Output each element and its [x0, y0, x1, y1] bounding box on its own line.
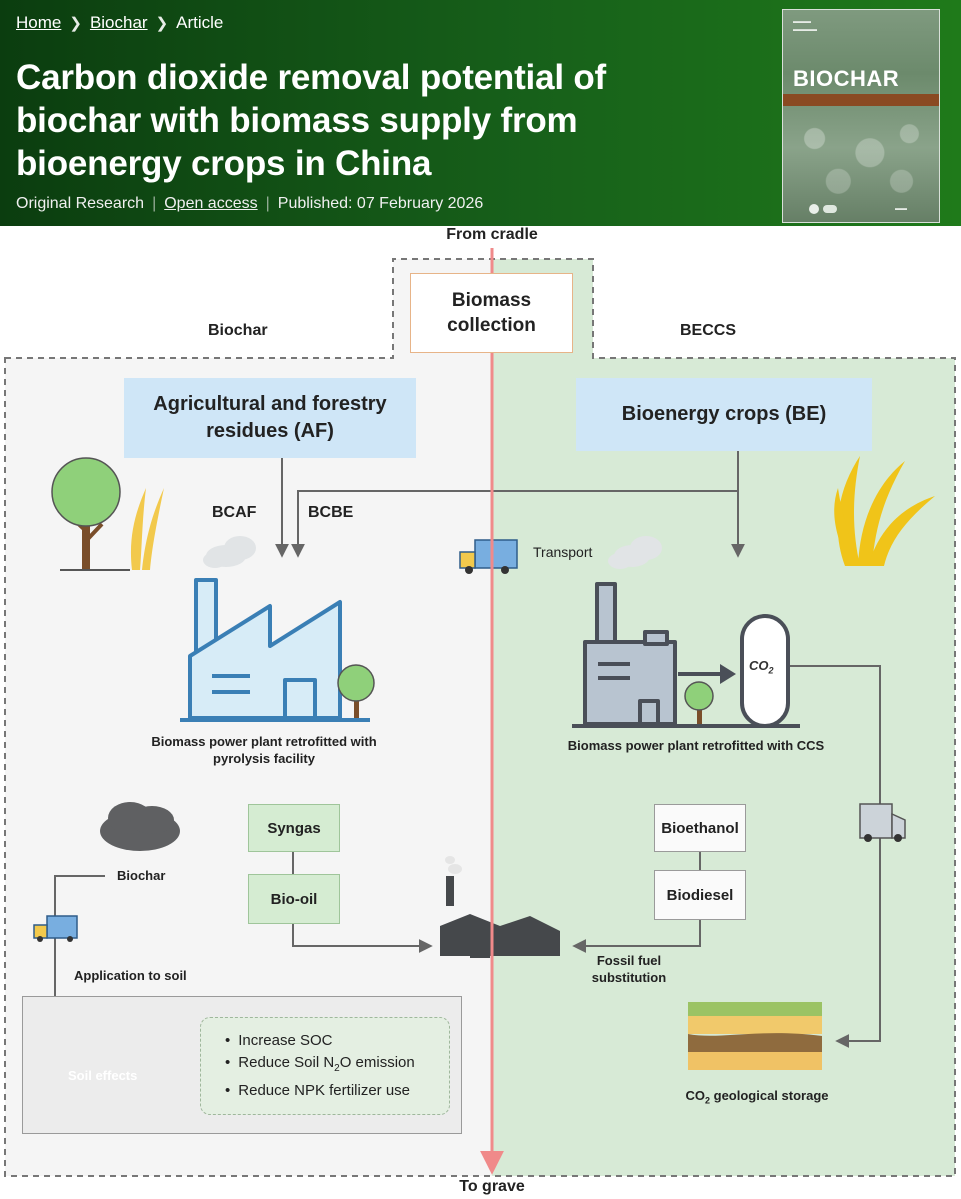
published-date: Published: 07 February 2026 — [277, 195, 484, 212]
breadcrumb: Home ❯ Biochar ❯ Article — [16, 13, 223, 33]
beccs-zone — [492, 358, 955, 1176]
soil-effects-list: Increase SOC Reduce Soil N2O emission Re… — [200, 1017, 450, 1115]
to-grave-label: To grave — [459, 1178, 525, 1195]
bcbe-label: BCBE — [308, 504, 354, 521]
transport-label: Transport — [533, 544, 593, 560]
open-access-link[interactable]: Open access — [164, 195, 258, 212]
bioethanol-box: Bioethanol — [654, 804, 746, 852]
geological-storage-label: CO2 geological storage — [685, 1088, 829, 1106]
bcaf-label: BCAF — [212, 504, 257, 521]
from-cradle-label: From cradle — [446, 226, 538, 243]
effect-item: Reduce Soil N2O emission — [225, 1052, 414, 1080]
article-title: Carbon dioxide removal potential of bioc… — [16, 58, 607, 183]
right-plant-caption: Biomass power plant retrofitted with CCS — [567, 738, 825, 753]
co2-tank-label: CO2 — [749, 658, 774, 676]
biodiesel-box: Biodiesel — [654, 870, 746, 920]
soil-effects-label: Soil effects — [68, 1068, 138, 1083]
article-meta: Original Research | Open access | Publis… — [16, 195, 483, 213]
meta-divider: | — [265, 195, 270, 212]
cover-logo-icon — [809, 204, 819, 214]
graphical-abstract: From cradle To grave Biochar BECCS Bioma… — [0, 226, 961, 1199]
article-type: Original Research — [16, 195, 145, 212]
meta-divider: | — [152, 195, 157, 212]
breadcrumb-biochar-link[interactable]: Biochar — [89, 13, 148, 32]
af-box: Agricultural and forestry residues (AF) — [124, 378, 416, 458]
cover-band — [783, 94, 939, 106]
article-header: Home ❯ Biochar ❯ Article Carbon dioxide … — [0, 0, 961, 226]
beccs-zone-label: BECCS — [680, 322, 737, 339]
chevron-right-icon: ❯ — [69, 15, 82, 32]
biomass-collection-box: Biomass collection — [410, 273, 573, 353]
biooil-box: Bio-oil — [248, 874, 340, 924]
be-box: Bioenergy crops (BE) — [576, 378, 872, 451]
application-to-soil-label: Application to soil — [74, 968, 187, 983]
chevron-right-icon: ❯ — [155, 15, 169, 32]
fossil-fuel-substitution-label: Fossil fuel substitution — [591, 953, 667, 985]
cover-small-print: ▬▬▬▬▬▬▬ — [793, 19, 817, 33]
biochar-zone-label: Biochar — [208, 322, 268, 339]
breadcrumb-current: Article — [176, 13, 224, 32]
effect-item: Increase SOC — [225, 1030, 415, 1052]
cover-logo-icon — [823, 205, 837, 213]
left-plant-caption: Biomass power plant retrofitted with pyr… — [151, 734, 377, 766]
cover-pattern — [783, 110, 939, 205]
cover-journal-name: BIOCHAR — [793, 66, 900, 91]
syngas-box: Syngas — [248, 804, 340, 852]
journal-cover-image[interactable]: ▬▬▬▬▬▬▬ BIOCHAR ▬▬ — [782, 9, 940, 223]
cover-publisher-mark: ▬▬ — [895, 206, 907, 212]
biochar-product-label: Biochar — [117, 868, 166, 883]
breadcrumb-home-link[interactable]: Home — [16, 13, 62, 32]
effect-item: Reduce NPK fertilizer use — [225, 1080, 415, 1102]
